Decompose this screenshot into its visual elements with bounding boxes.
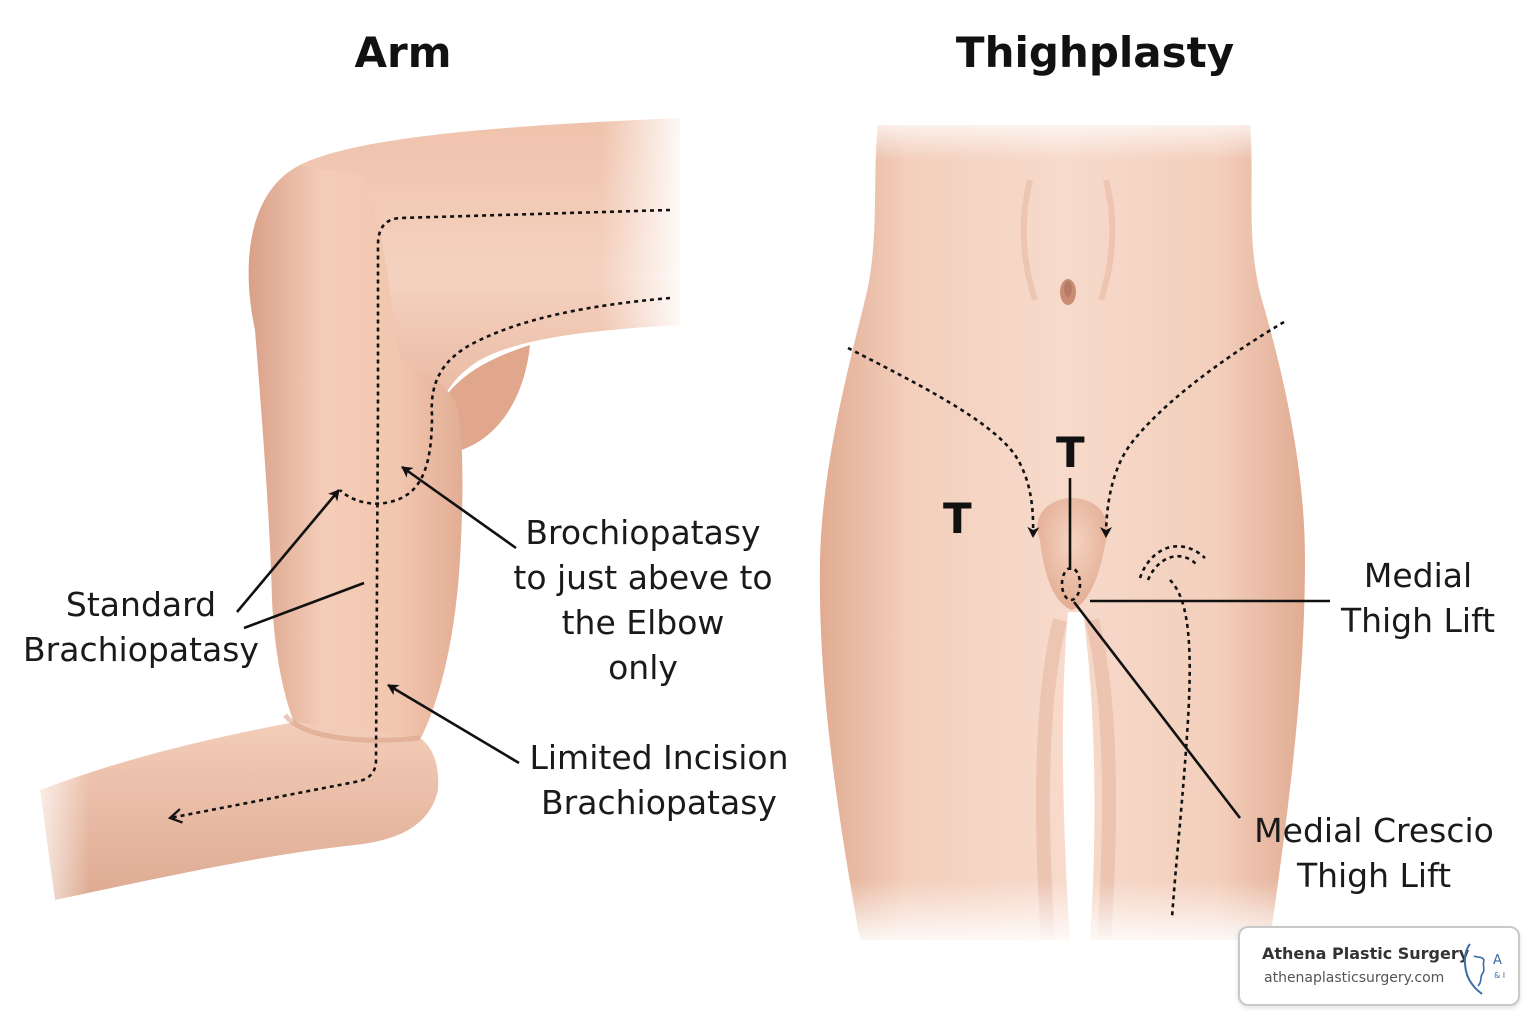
left-groin-incision xyxy=(847,346,1040,538)
thighplasty-title: Thighplasty xyxy=(955,28,1235,77)
medial-crescent-thigh-lift-label: Medial Crescio Thigh Lift xyxy=(1254,808,1494,898)
armpit-fold xyxy=(440,345,530,452)
arm-title: Arm xyxy=(354,28,452,77)
standard-incision-line xyxy=(167,208,671,824)
pubic-mound xyxy=(1037,498,1108,610)
arm-vertical-shape xyxy=(248,165,463,740)
arm-incision-lines xyxy=(167,208,671,824)
arm-pointer-arrows xyxy=(236,465,520,765)
logo-monogram: A xyxy=(1493,953,1502,968)
brochiopatasy-elbow-label: Brochiopatasy to just abeve to the Elbow… xyxy=(513,510,772,690)
medial-label-line-2: Thigh Lift xyxy=(1340,601,1496,640)
crescent-incision-inner xyxy=(1146,554,1199,581)
brochiopatasy-label-line-2: to just abeve to xyxy=(513,558,773,597)
right-groin-incision xyxy=(1100,320,1285,538)
standard-brachioplasty-label: Standard Brachiopatasy xyxy=(23,582,259,672)
standard-pointer-2 xyxy=(243,581,365,630)
forearm-shape xyxy=(40,722,439,900)
medial-label-line-1: Medial xyxy=(1363,556,1473,595)
crescent-label-line-1: Medial Crescio xyxy=(1254,811,1494,850)
logo-monogram-sub: & I xyxy=(1494,971,1505,980)
brochiopatasy-label-line-4: only xyxy=(608,648,678,687)
thigh-incision-lines xyxy=(847,320,1285,919)
athena-face-icon: A & I xyxy=(1464,943,1505,995)
brochiopatasy-pointer xyxy=(401,465,517,550)
t-marker-center: T xyxy=(1056,428,1085,477)
leg-gap xyxy=(1062,612,1095,940)
brochiopatasy-label-line-1: Brochiopatasy xyxy=(525,513,761,552)
medial-thigh-lift-label: Medial Thigh Lift xyxy=(1341,553,1495,643)
crescent-incision-outer xyxy=(1138,545,1206,579)
limited-pointer xyxy=(387,683,520,765)
t-marker-left: T xyxy=(943,494,972,543)
limited-incision-curve xyxy=(339,296,671,505)
crescent-leader xyxy=(1072,601,1242,819)
standard-label-line-2: Brachiopatasy xyxy=(23,630,259,669)
logo-url: athenaplasticsurgery.com xyxy=(1264,970,1445,986)
brochiopatasy-label-line-3: the Elbow xyxy=(561,603,725,642)
athena-logo-badge[interactable]: Athena Plastic Surgery athenaplasticsurg… xyxy=(1238,926,1520,1006)
standard-pointer-1 xyxy=(236,489,340,613)
standard-label-line-1: Standard xyxy=(65,585,217,624)
thigh-pointer-lines xyxy=(1072,599,1330,819)
limited-label-line-1: Limited Incision xyxy=(529,738,789,777)
crescent-label-line-2: Thigh Lift xyxy=(1296,856,1452,895)
torso-illustration xyxy=(819,110,1330,950)
medial-thigh-vertical-incision xyxy=(1169,579,1191,919)
logo-name: Athena Plastic Surgery xyxy=(1262,944,1470,963)
arm-illustration xyxy=(20,100,690,920)
limited-label-line-2: Brachiopatasy xyxy=(541,783,777,822)
limited-incision-label: Limited Incision Brachiopatasy xyxy=(530,735,789,825)
